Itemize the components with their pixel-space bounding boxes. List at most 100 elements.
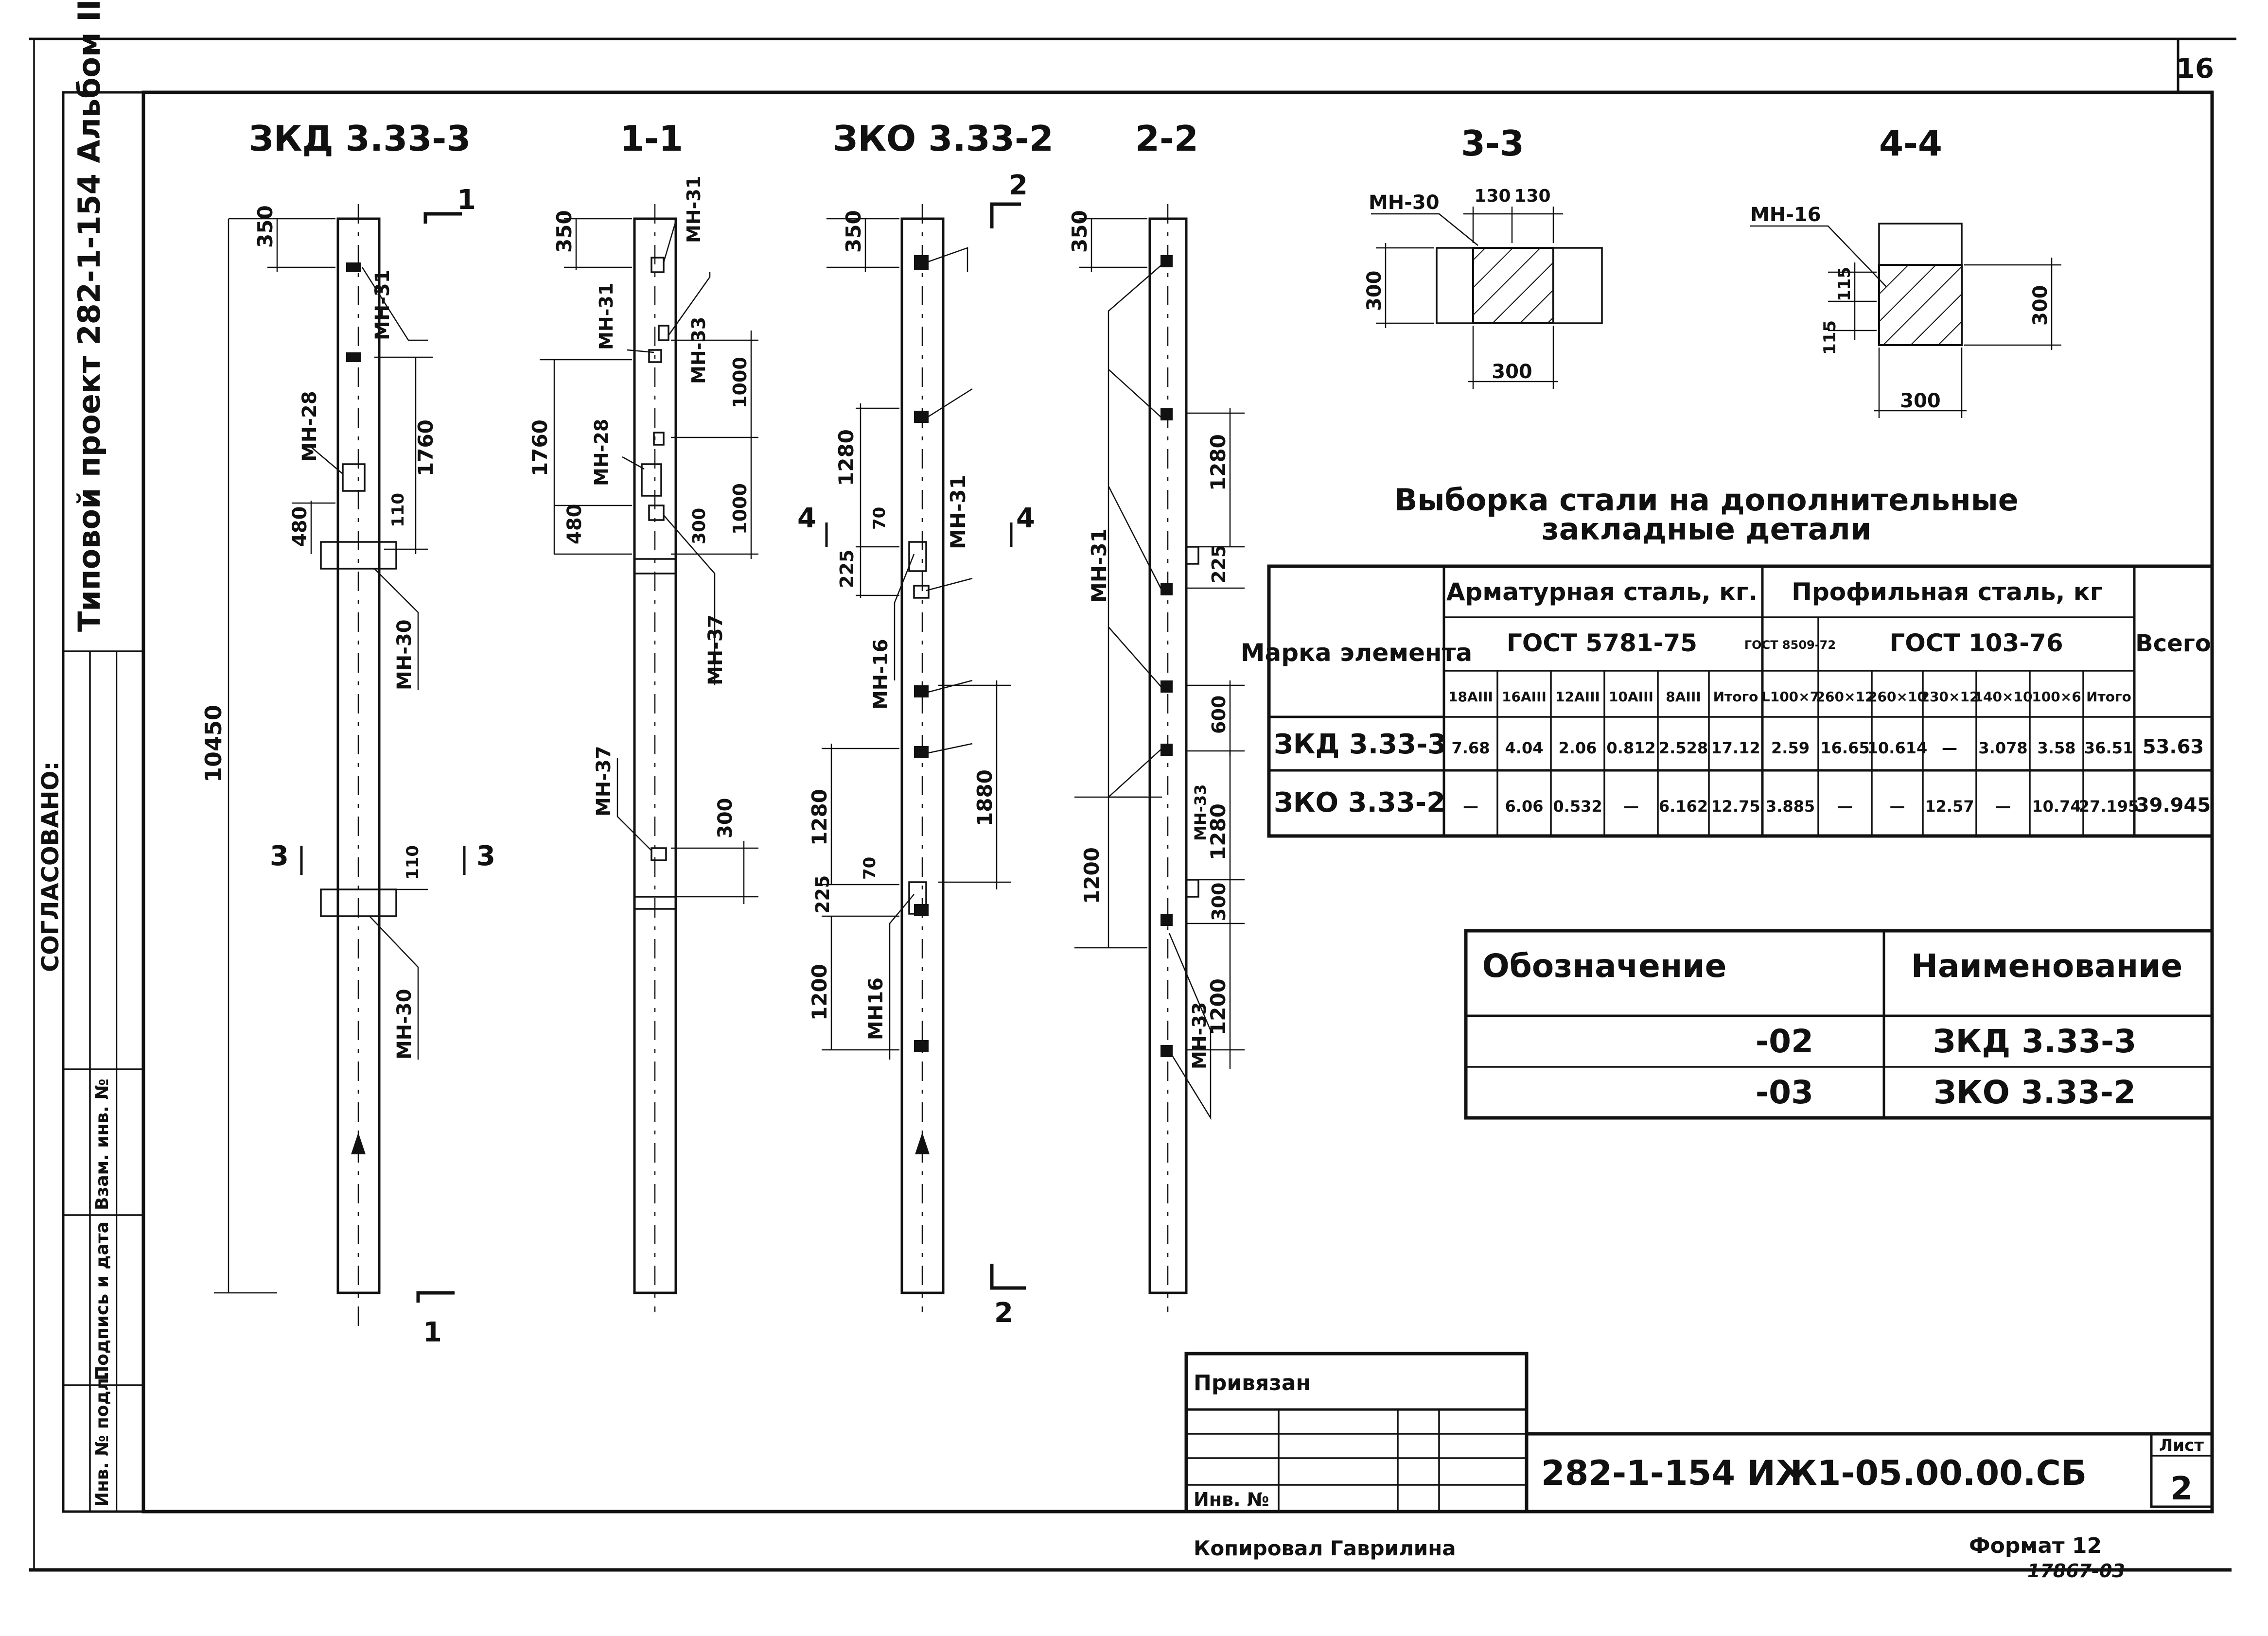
col-mark: Марка элемента [1241, 639, 1473, 667]
inv-label: Инв. № [1194, 1489, 1269, 1510]
dim-300-a: 300 [689, 508, 709, 544]
dim-130-a: 130 [1474, 186, 1511, 206]
steel-cell: 6.162 [1659, 797, 1708, 816]
steel-cell: 16.65 [1820, 739, 1869, 757]
approved-label: СОГЛАСОВАНО: [37, 761, 64, 972]
label-mn16-a: МН-16 [870, 639, 892, 710]
section-1-bottom: 1 [423, 1317, 442, 1348]
dim-300-h: 300 [1363, 271, 1386, 312]
cut-4-right: 4 [1016, 503, 1035, 534]
dim-300-w: 300 [1492, 361, 1532, 383]
steel-cell: 6.06 [1505, 797, 1544, 816]
view-title-2-2: 2-2 [1135, 118, 1198, 159]
dim-1200: 1200 [808, 964, 831, 1021]
dim-110-a: 110 [388, 493, 408, 527]
dim-130-b: 130 [1514, 186, 1550, 206]
steel-cell: 0.532 [1553, 797, 1602, 816]
label-mn33: МН-33 [688, 317, 709, 384]
view-section-4-4: 4-4 115 115 300 300 МН-16 [1750, 123, 2061, 418]
steel-row-mark: ЗКД 3.33-3 [1274, 729, 1446, 760]
dim-225: 225 [1208, 545, 1230, 583]
col-profile: Профильная сталь, кг [1792, 578, 2103, 606]
steel-cell: — [1463, 797, 1478, 816]
sheet-number: 2 [2170, 1470, 2193, 1507]
archive-stamp: 17867-03 [2027, 1560, 2125, 1582]
dim-1760: 1760 [528, 419, 552, 476]
steel-subheader: 16АIII [1502, 689, 1547, 705]
design-row-2-code: -03 [1756, 1074, 1813, 1111]
section-2-bottom: 2 [994, 1297, 1013, 1329]
cut-4-left: 4 [797, 503, 816, 534]
label-mn31-b: МН-31 [596, 283, 617, 350]
steel-cell: 39.945 [2136, 794, 2211, 817]
steel-cell: 3.078 [1978, 739, 2027, 757]
steel-cell: 12.57 [1925, 797, 1974, 816]
label-mn33-a: МН-33 [1191, 784, 1210, 841]
dim-1280-b: 1280 [808, 789, 831, 846]
steel-subheader: 10АIII [1609, 689, 1653, 705]
steel-table-title-1: Выборка стали на дополнительные [1394, 482, 2019, 518]
design-row-1-name: ЗКД 3.33-3 [1933, 1023, 2137, 1060]
designation-table: Обозначение Наименование -02 ЗКД 3.33-3 … [1464, 929, 2214, 1120]
steel-cell: 2.528 [1659, 739, 1708, 757]
col-profile-gost2: ГОСТ 103-76 [1889, 629, 2063, 657]
tied-label: Привязан [1194, 1371, 1311, 1395]
view-zkd-elevation: ЗКД 3.33-3 1 1 350 1760 480 110 10450 11… [200, 118, 495, 1348]
steel-cell: 2.06 [1559, 739, 1597, 757]
label-mn31: МН-31 [1087, 528, 1111, 603]
steel-cell: — [1837, 797, 1853, 816]
label-mn30-a: МН-30 [393, 619, 416, 690]
stamp-col-inv: Инв. № подл. [92, 1371, 112, 1507]
document-code: 282-1-154 ИЖ1-05.00.00.СБ [1541, 1453, 2087, 1493]
steel-cell: 27.195 [2079, 797, 2139, 816]
dim-70-a: 70 [870, 507, 889, 530]
steel-cell: 3.58 [2038, 739, 2076, 757]
cut-3-right: 3 [476, 840, 495, 872]
view-title-4-4: 4-4 [1879, 123, 1942, 164]
view-zko-elevation: ЗКО 3.33-2 2 2 4 4 350 1280 70 225 [797, 118, 1054, 1329]
dim-70-b: 70 [860, 857, 879, 880]
steel-subheader: 8АIII [1666, 689, 1701, 705]
format-label: Формат 12 [1969, 1533, 2102, 1558]
steel-cell: 53.63 [2143, 736, 2204, 758]
dim-1000-a: 1000 [729, 357, 751, 408]
corner-sheet-number: 16 [2176, 53, 2214, 85]
col-name: Наименование [1911, 947, 2183, 985]
steel-subheader: Итого [2086, 689, 2131, 705]
label-mn37-a: МН-37 [704, 614, 727, 685]
steel-subheader: L100×7 [1761, 689, 1819, 705]
label-mn33-b: МН-33 [1189, 1002, 1210, 1069]
copied-by: Копировал Гаврилина [1194, 1536, 1456, 1560]
dim-300-h: 300 [2029, 285, 2052, 326]
dim-1760: 1760 [414, 419, 438, 476]
design-row-2-name: ЗКО 3.33-2 [1934, 1074, 2136, 1111]
steel-cell: — [1890, 797, 1905, 816]
steel-cell: 3.885 [1766, 797, 1815, 816]
dim-350: 350 [253, 205, 277, 248]
col-total: Всего [2135, 630, 2211, 657]
steel-cell: 0.812 [1606, 739, 1655, 757]
steel-table-title-2: закладные детали [1542, 511, 1872, 547]
project-margin-label: Типовой проект 282-1-154 Альбом III [71, 0, 107, 632]
steel-cell: 17.12 [1711, 739, 1760, 757]
dim-10450: 10450 [200, 705, 227, 783]
view-title-1-1: 1-1 [620, 118, 683, 159]
dim-115-b: 115 [1820, 320, 1840, 355]
label-mn30-b: МН-30 [393, 989, 416, 1060]
col-rebar-gost: ГОСТ 5781-75 [1507, 629, 1697, 657]
col-designation: Обозначение [1482, 947, 1727, 985]
label-mn31: МН-31 [371, 269, 394, 340]
dim-1280-a: 1280 [1206, 434, 1230, 491]
steel-subheader: 230×12 [1920, 689, 1979, 705]
dim-1880: 1880 [973, 769, 997, 826]
dim-225-b: 225 [812, 875, 833, 914]
steel-cell: — [1623, 797, 1639, 816]
view-section-1-1: 1-1 350 1760 480 1000 1000 300 3 [528, 118, 758, 1312]
steel-subheader: 100×6 [2032, 689, 2081, 705]
margin-stamp: Типовой проект 282-1-154 Альбом III СОГЛ… [37, 0, 143, 1512]
steel-subheader: Итого [1713, 689, 1758, 705]
steel-cell: 12.75 [1711, 797, 1760, 816]
dim-1200-b: 1200 [1206, 978, 1230, 1035]
